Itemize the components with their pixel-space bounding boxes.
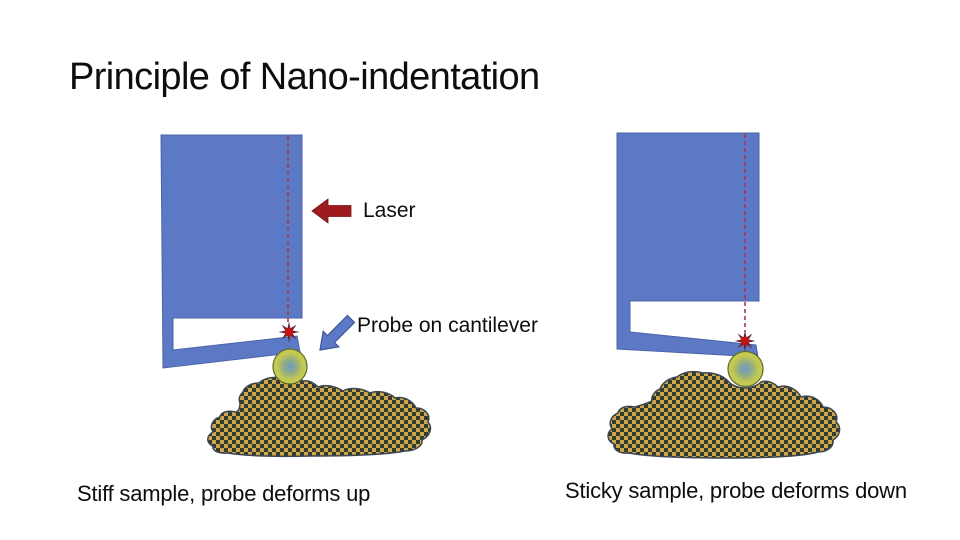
laser-spot-icon-right <box>734 330 756 352</box>
probe-on-cantilever-label: Probe on cantilever <box>357 314 538 337</box>
diagram-sticky-sample <box>607 132 841 459</box>
sample-blob-left <box>207 375 432 458</box>
caption-sticky-sample: Sticky sample, probe deforms down <box>565 478 907 503</box>
probe-tip-ball-left <box>272 348 308 385</box>
sample-blob-right <box>607 370 841 459</box>
laser-label: Laser <box>363 199 416 222</box>
laser-arrow-icon <box>311 198 352 224</box>
diagram-stiff-sample <box>160 134 432 458</box>
cantilever-chip-right <box>616 132 760 358</box>
probe-arrow-icon <box>319 314 356 351</box>
laser-spot-icon-left <box>278 321 300 343</box>
slide-title: Principle of Nano-indentation <box>69 56 540 98</box>
probe-tip-ball-right <box>727 350 764 388</box>
laser-spot-core <box>740 336 750 346</box>
cantilever-chip-left <box>160 134 303 369</box>
caption-stiff-sample: Stiff sample, probe deforms up <box>77 481 371 506</box>
laser-spot-core <box>284 327 294 337</box>
